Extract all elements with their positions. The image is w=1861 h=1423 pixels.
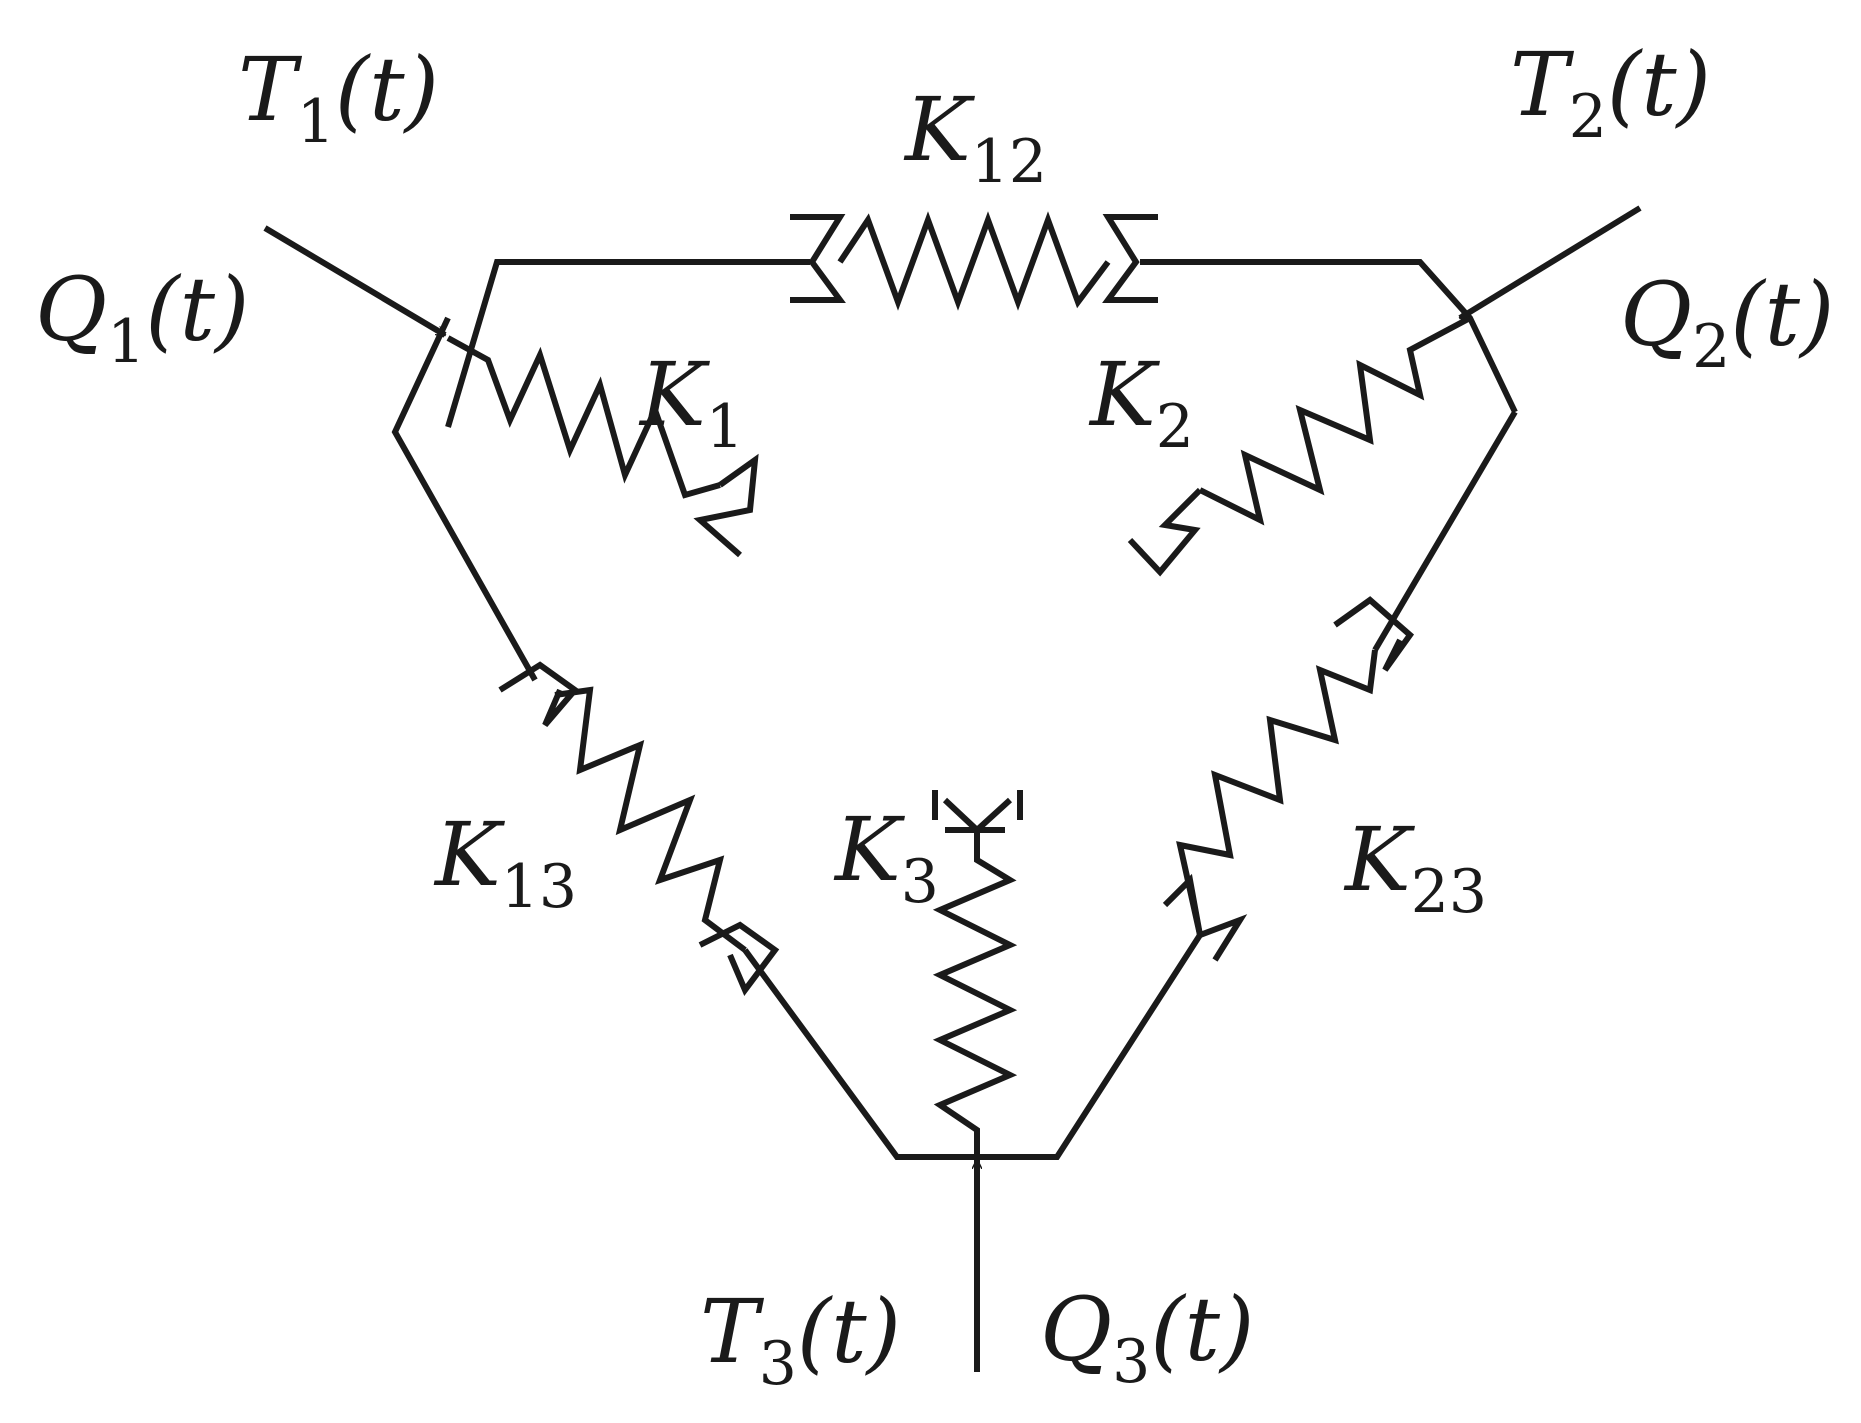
heat-input-arrow-node1 — [263, 225, 445, 338]
node2-temperature-label: T2(t) — [1510, 33, 1711, 152]
node2-heat-label: Q2(t) — [1620, 263, 1834, 382]
spring-k2-label: K2 — [1088, 343, 1194, 462]
spring-k13-coil — [554, 686, 747, 953]
spring-k2-terminal-icon — [1127, 487, 1203, 577]
spring-k13 — [498, 661, 780, 996]
node3-temperature-label: T3(t) — [700, 1280, 901, 1399]
spring-k23-label: K23 — [1343, 808, 1487, 927]
spring-k12-right-terminal-icon — [1102, 214, 1158, 303]
wire-bottom-right — [977, 933, 1203, 1160]
spring-k2-coil — [1198, 315, 1472, 526]
spring-k23 — [1162, 596, 1415, 962]
wire-top-left — [445, 259, 810, 428]
spring-k3-coil — [932, 830, 1018, 1157]
heat-input-arrow-node2 — [1460, 205, 1642, 321]
spring-k12-left-terminal-icon — [790, 214, 846, 303]
node3-heat-label: Q3(t) — [1040, 1278, 1254, 1397]
wire-top-right — [1140, 259, 1518, 414]
spring-k1 — [446, 335, 759, 558]
node1-heat-label: Q1(t) — [35, 258, 249, 377]
node1-temperature-label: T1(t) — [238, 38, 439, 157]
wire-right-side — [1372, 410, 1518, 652]
spring-k3-terminal-icon — [932, 790, 1023, 833]
spring-k1-coil — [446, 335, 721, 499]
spring-k12-label: K12 — [903, 78, 1047, 197]
wire-bottom-left — [742, 948, 977, 1160]
spring-k12 — [790, 211, 1158, 311]
spring-k1-label: K1 — [638, 343, 744, 462]
spring-k13-top-terminal-icon — [498, 661, 580, 727]
spring-k23-top-terminal-icon — [1333, 596, 1415, 672]
spring-k13-bottom-terminal-icon — [698, 921, 780, 996]
spring-k23-coil — [1176, 649, 1378, 936]
spring-k3-label: K3 — [833, 798, 939, 917]
spring-k3 — [932, 790, 1023, 1157]
spring-k13-label: K13 — [433, 803, 577, 922]
spring-k12-coil — [837, 211, 1111, 311]
spring-k1-terminal-icon — [693, 453, 759, 558]
wire-left-side — [391, 316, 538, 682]
spring-k2 — [1127, 315, 1472, 577]
spring-k23-bottom-terminal-icon — [1162, 873, 1248, 962]
